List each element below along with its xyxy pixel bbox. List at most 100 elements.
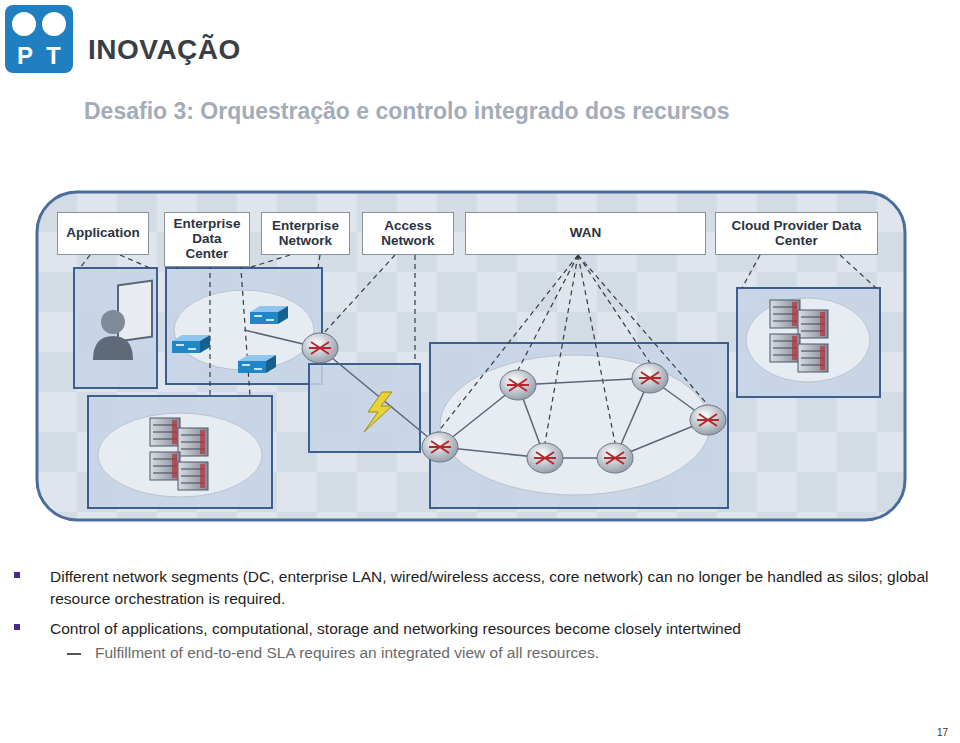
segment-region: [309, 364, 420, 452]
router-symbol: [597, 443, 633, 473]
router-symbol: [309, 342, 331, 354]
panel: [37, 192, 905, 520]
switch-symbol: [238, 361, 266, 373]
leader-line: [518, 255, 578, 370]
bullet-square: [14, 624, 20, 630]
server-symbol: [770, 300, 800, 328]
network-link: [320, 348, 440, 447]
server-symbol: [150, 418, 180, 446]
page-number: 17: [937, 727, 948, 738]
network-link: [518, 378, 650, 385]
router-symbol: [507, 379, 529, 391]
leader-line: [578, 255, 615, 443]
router-symbol: [422, 432, 458, 462]
sub-bullet-dash: [67, 653, 81, 655]
server-symbol: [200, 464, 205, 488]
server-symbol: [178, 428, 208, 456]
bullet-text: Different network segments (DC, enterpri…: [50, 566, 930, 610]
leader-line: [209, 255, 210, 396]
leader-line: [80, 255, 90, 268]
leader-line: [840, 255, 876, 288]
router-symbol: [527, 443, 563, 473]
router-symbol: [632, 363, 668, 393]
switch-symbol: [278, 306, 288, 324]
logo-letter: P: [17, 42, 33, 70]
user-icon: [118, 281, 152, 342]
segment-header: Access Network: [362, 212, 454, 255]
switch-symbol: [172, 306, 288, 373]
bullet-text: Control of applications, computational, …: [50, 618, 930, 640]
leader-line: [545, 255, 578, 443]
logo: [5, 5, 73, 73]
router-symbol: [597, 443, 633, 473]
server-symbol: [770, 300, 800, 328]
segment-region: [74, 268, 880, 508]
router-symbol: [527, 443, 563, 473]
server-symbol: [798, 310, 828, 338]
server-symbol: [798, 310, 828, 338]
user-icon: [93, 336, 133, 360]
router-symbol: [500, 370, 536, 400]
router-symbol: [690, 405, 726, 435]
leader-line: [120, 255, 150, 268]
server-symbol: [150, 300, 828, 490]
segment-region: [88, 396, 272, 508]
leader-line: [578, 255, 708, 405]
router-symbol: [697, 414, 719, 426]
leader-line: [80, 255, 876, 443]
server-symbol: [178, 462, 208, 490]
segment-header: Cloud Provider Data Center: [715, 212, 878, 255]
server-symbol: [792, 336, 797, 360]
segment-name: WAN: [570, 226, 602, 241]
switch-symbol: [172, 341, 200, 353]
brand-name: INOVAÇÃO: [88, 34, 241, 66]
segment-region: [737, 288, 880, 397]
router-symbol: [302, 333, 338, 363]
bullet-square: [14, 572, 20, 578]
sub-bullet-text: Fulfillment of end-to-end SLA requires a…: [95, 642, 930, 664]
segment-header: Enterprise Data Center: [164, 212, 250, 267]
server-symbol: [820, 312, 825, 336]
server-symbol: [770, 334, 800, 362]
leader-line: [438, 255, 578, 432]
leader-line: [248, 255, 290, 268]
server-symbol: [172, 454, 177, 478]
switch-symbol: [250, 312, 278, 324]
leader-line: [322, 255, 395, 335]
server-symbol: [820, 346, 825, 370]
switch-symbol: [250, 306, 288, 324]
segment-header: Enterprise Network: [261, 212, 350, 255]
server-symbol: [792, 302, 797, 326]
server-symbol: [200, 430, 205, 454]
switch-symbol: [172, 335, 210, 353]
router-symbol: [500, 370, 536, 400]
logo: [12, 12, 36, 36]
switch-symbol: [238, 355, 276, 373]
segment-name: Access Network: [368, 219, 448, 249]
logo: [42, 12, 66, 36]
segment-header: Application: [57, 212, 149, 255]
logo: [5, 5, 73, 73]
router-symbol: [534, 452, 556, 464]
server-symbol: [770, 334, 800, 362]
server-symbol: [178, 462, 208, 490]
router-symbol: [690, 405, 726, 435]
wireless-symbol: [364, 392, 392, 432]
switch-symbol: [254, 316, 274, 320]
leader-line: [318, 255, 320, 268]
cloud: [98, 290, 870, 497]
segment-name: Enterprise Data Center: [170, 217, 244, 262]
leader-line: [414, 255, 415, 364]
switch-symbol: [200, 335, 210, 353]
leader-line: [578, 255, 650, 363]
switch-symbol: [176, 345, 196, 349]
user-icon: [101, 310, 125, 334]
segment-region: [166, 268, 322, 384]
server-symbol: [150, 452, 180, 480]
server-symbol: [178, 428, 208, 456]
segment-name: Cloud Provider Data Center: [721, 219, 872, 249]
server-symbol: [798, 344, 828, 372]
wireless-symbol: [364, 392, 392, 432]
logo-letter: T: [46, 42, 61, 70]
segment-region: [430, 343, 728, 508]
